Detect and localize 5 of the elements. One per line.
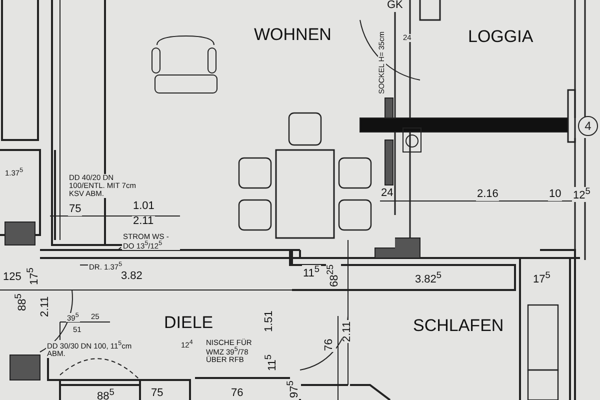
dimension-label: 12$^{5}$ [572, 187, 592, 202]
axis-marker: 4 [578, 116, 598, 136]
dimension-label: GK [386, 0, 404, 12]
dimension-label: 76 [324, 338, 336, 352]
dimension-label: 88$^{5}$ [96, 388, 116, 400]
